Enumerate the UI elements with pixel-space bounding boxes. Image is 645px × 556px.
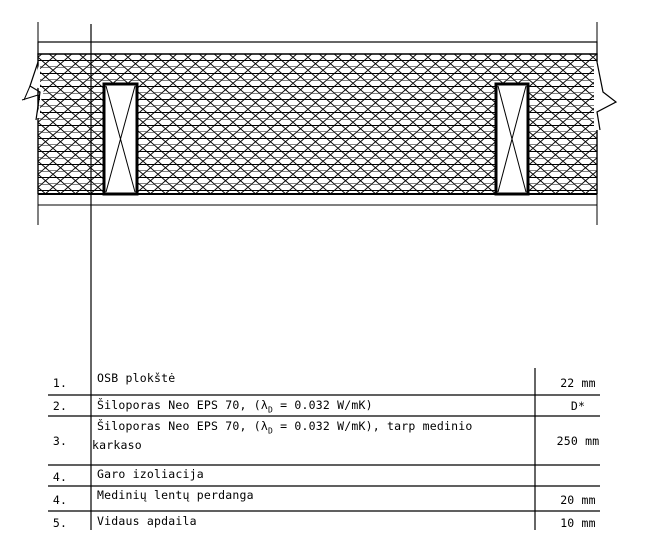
row-3-thickness: 250 mm — [556, 434, 600, 448]
row-1-thickness: 22 mm — [560, 376, 596, 390]
row-5-number: 4. — [52, 493, 68, 507]
legend-table-grid — [48, 368, 600, 530]
timber-stud-left — [102, 82, 139, 196]
row-2-number: 2. — [52, 399, 68, 413]
row-6-thickness: 10 mm — [560, 516, 596, 530]
inner-layers — [38, 193, 597, 206]
row-1-number: 1. — [52, 376, 68, 390]
osb-layer — [37, 41, 598, 55]
row-3-number: 3. — [52, 434, 68, 448]
row-4-number: 4. — [52, 470, 68, 484]
timber-stud-right — [494, 82, 530, 196]
row-1-description: OSB plokštė — [97, 371, 176, 385]
zigzag-break-line-right-icon — [594, 61, 618, 131]
row-2-description: Šiloporas Neo EPS 70, (λD = 0.032 W/mK) — [97, 398, 373, 415]
row-6-description: Vidaus apdaila — [97, 514, 197, 528]
row-4-description: Garo izoliacija — [97, 467, 204, 481]
zigzag-break-line-left-icon — [21, 61, 44, 121]
row-2-thickness: D* — [570, 399, 586, 413]
row-5-thickness: 20 mm — [560, 493, 596, 507]
row-3-description: Šiloporas Neo EPS 70, (λD = 0.032 W/mK),… — [92, 419, 473, 453]
row-5-description: Medinių lentų perdanga — [97, 488, 254, 502]
row-6-number: 5. — [52, 516, 68, 530]
